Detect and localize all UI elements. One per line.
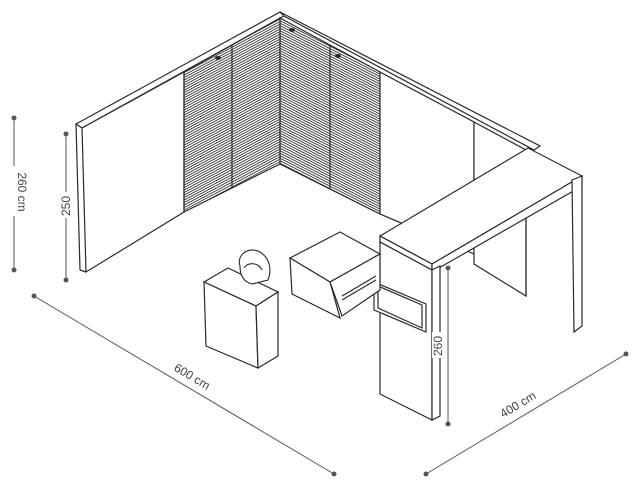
cube-front <box>289 256 341 320</box>
spot-light <box>289 28 295 32</box>
dim-width-front-line <box>33 295 335 475</box>
dim-height-inner-label: 250 <box>59 196 73 216</box>
dim-height-counter-label: 260 <box>431 336 445 356</box>
back-wall-top-cap <box>279 11 542 151</box>
spot-lights <box>215 28 341 60</box>
dim-width-front-label: 600 cm <box>172 360 213 392</box>
dim-height-outer-label: 260 cm <box>15 172 29 211</box>
display-screen <box>373 281 427 333</box>
dim-depth-side-label: 400 cm <box>497 388 538 420</box>
spot-light <box>215 56 221 60</box>
left-wall <box>74 11 285 274</box>
chair <box>238 249 271 285</box>
spot-light <box>335 54 341 58</box>
cabinet-side <box>255 290 279 370</box>
reception-cabinet <box>202 267 280 370</box>
dim-depth-side-line <box>425 353 627 475</box>
header-beam <box>378 147 584 334</box>
dimension-lines <box>11 115 629 477</box>
storage-cube <box>288 231 382 320</box>
left-wall-slatted-section <box>183 16 281 213</box>
left-wall-plain-panel <box>81 70 185 274</box>
right-pillar <box>571 175 583 334</box>
back-wall-slatted-section <box>279 16 381 215</box>
cube-side <box>329 252 381 317</box>
